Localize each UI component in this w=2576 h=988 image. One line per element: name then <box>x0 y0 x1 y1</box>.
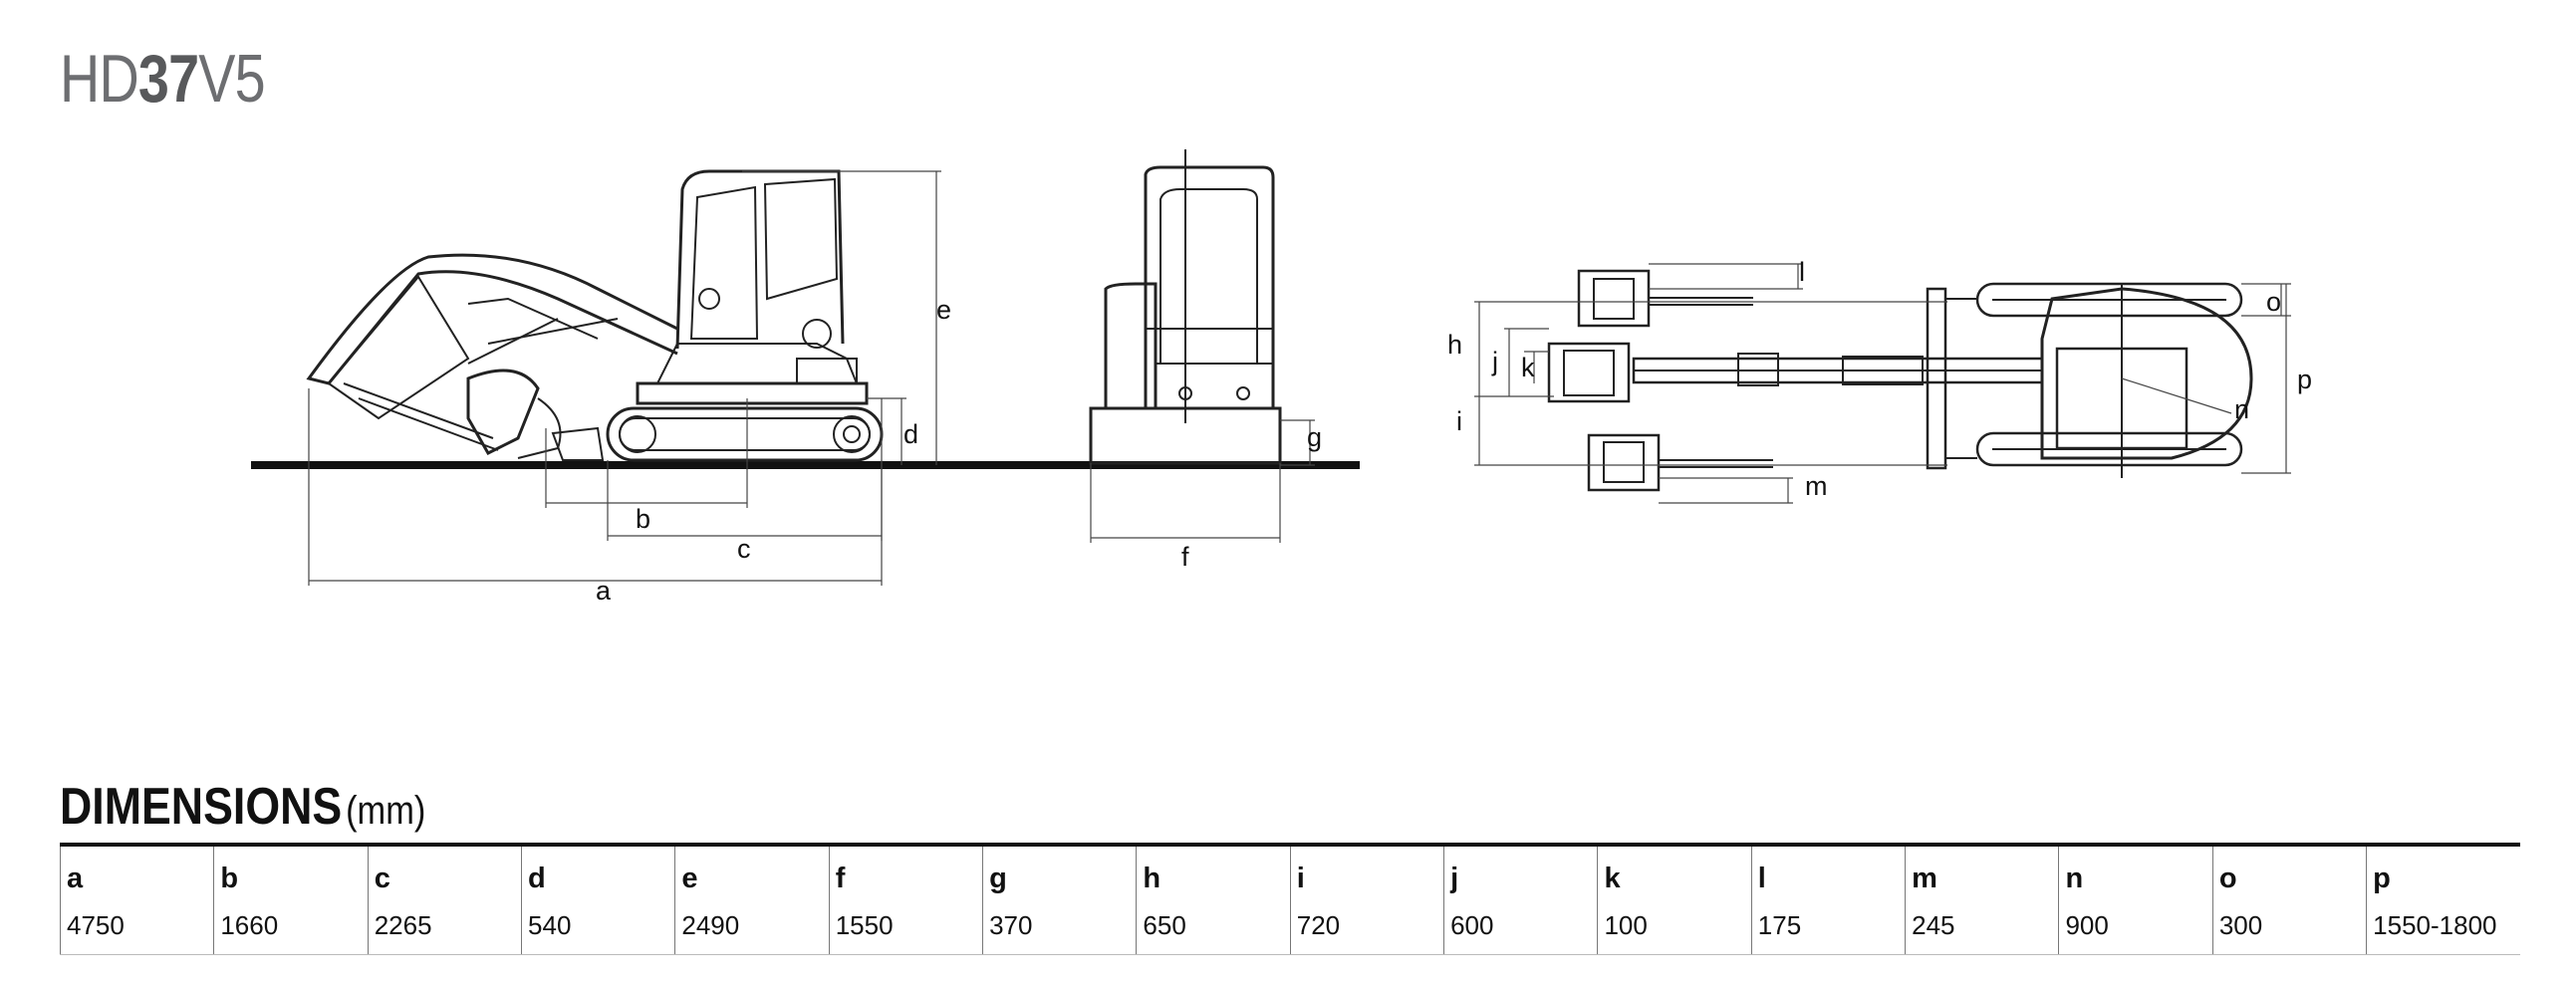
page-title: HD37V5 <box>60 40 266 118</box>
front-view <box>1089 149 1282 465</box>
title-prefix: HD <box>60 41 139 117</box>
label-i: i <box>1456 406 1462 436</box>
dimension-key: i <box>1289 845 1444 908</box>
dimension-key: c <box>367 845 522 908</box>
dimension-key: l <box>1750 845 1906 908</box>
dimension-value: 1550 <box>828 908 983 955</box>
dimension-value: 1660 <box>213 908 369 955</box>
dimension-value: 100 <box>1597 908 1752 955</box>
dimension-key: d <box>521 845 675 908</box>
dimension-key: m <box>1905 845 2059 908</box>
top-view-bucket-upper <box>1577 269 1753 328</box>
dimension-value: 4750 <box>59 908 214 955</box>
dimension-value: 540 <box>521 908 675 955</box>
dimension-key: p <box>2366 845 2520 908</box>
label-c: c <box>737 534 751 564</box>
dimension-value: 175 <box>1750 908 1906 955</box>
top-view-bucket-lower <box>1587 433 1773 492</box>
dimensions-heading: DIMENSIONS (mm) <box>60 777 425 837</box>
dimension-key: e <box>674 845 830 908</box>
dimension-key: f <box>828 845 983 908</box>
title-model-number: 37 <box>137 41 199 117</box>
label-l: l <box>1799 257 1805 287</box>
excavator-dimension-drawing: a b c d e f g h i j k l m n o p <box>251 149 2312 606</box>
label-p: p <box>2297 365 2312 394</box>
dimension-value: 2490 <box>674 908 830 955</box>
top-view <box>1547 269 2253 492</box>
dimension-value: 1550-1800 <box>2366 908 2520 955</box>
label-e: e <box>936 295 951 325</box>
label-o: o <box>2266 287 2281 317</box>
label-j: j <box>1491 347 1498 376</box>
side-view <box>306 169 884 462</box>
dimension-key: b <box>213 845 369 908</box>
dimension-key: a <box>59 845 214 908</box>
label-m: m <box>1805 471 1828 501</box>
label-f: f <box>1181 542 1189 572</box>
dimension-key: o <box>2211 845 2367 908</box>
label-b: b <box>636 504 650 534</box>
label-a: a <box>596 576 612 606</box>
dimension-key: k <box>1597 845 1752 908</box>
dimension-key: n <box>2058 845 2213 908</box>
side-view-dimension-lines <box>308 170 941 586</box>
dimension-value: 600 <box>1443 908 1598 955</box>
label-k: k <box>1521 353 1535 382</box>
top-view-dimension-lines <box>1474 263 2291 504</box>
dimensions-key-row: a b c d e f g h i j k l m n o p <box>59 845 2520 908</box>
label-n: n <box>2234 394 2249 424</box>
dimension-value: 245 <box>1905 908 2059 955</box>
dimension-key: j <box>1443 845 1598 908</box>
label-d: d <box>903 419 918 449</box>
dimension-value: 370 <box>982 908 1137 955</box>
top-view-bucket-middle <box>1547 342 1631 403</box>
dimension-value: 300 <box>2211 908 2367 955</box>
dimension-value: 650 <box>1136 908 1291 955</box>
dimension-key: h <box>1136 845 1291 908</box>
dimension-key: g <box>982 845 1137 908</box>
label-g: g <box>1307 422 1322 452</box>
dimension-value: 900 <box>2058 908 2213 955</box>
dimension-value: 720 <box>1289 908 1444 955</box>
label-h: h <box>1447 330 1462 360</box>
title-suffix: V5 <box>198 41 265 117</box>
dimensions-value-row: 4750 1660 2265 540 2490 1550 370 650 720… <box>59 908 2520 955</box>
dimension-value: 2265 <box>367 908 522 955</box>
dimensions-unit: (mm) <box>346 789 426 833</box>
dimensions-heading-text: DIMENSIONS <box>60 778 343 836</box>
front-view-dimension-lines <box>1090 419 1315 543</box>
dimensions-table: a b c d e f g h i j k l m n o p 4750 166… <box>59 843 2520 955</box>
